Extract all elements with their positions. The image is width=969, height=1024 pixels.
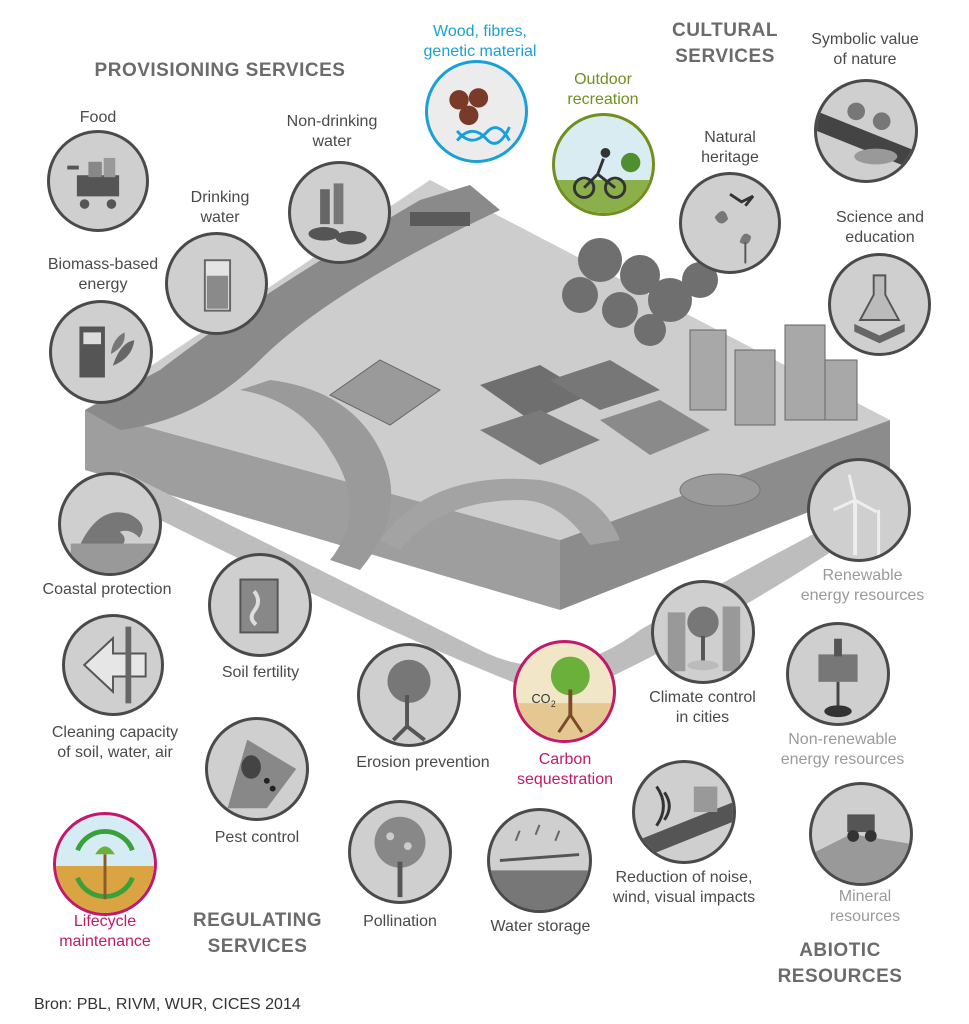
fuel-pump-leaf-icon xyxy=(49,300,153,404)
coastal-wave-icon xyxy=(58,472,162,576)
symbolic-nature-icon xyxy=(814,79,918,183)
erosion-tree-icon xyxy=(357,643,461,747)
drilling-rig-icon xyxy=(786,622,890,726)
label-outdoor-recreation: Outdoor recreation xyxy=(567,71,639,108)
soil-worm-icon xyxy=(208,553,312,657)
heading-abiotic-resources: ABIOTIC RESOURCES xyxy=(777,940,903,987)
label-non-drinking-water: Non-drinking water xyxy=(286,113,378,150)
label-symbolic-value: Symbolic value of nature xyxy=(811,31,919,68)
heading-regulating-services: REGULATING SERVICES xyxy=(192,910,323,957)
wood-logs-dna-icon xyxy=(425,60,528,163)
source-credit: Bron: PBL, RIVM, WUR, CICES 2014 xyxy=(34,996,301,1013)
cyclist-icon xyxy=(552,113,655,216)
label-drinking-water: Drinking water xyxy=(190,189,250,226)
label-lifecycle-maintenance: Lifecycle maintenance xyxy=(59,913,151,950)
lifecycle-roots-icon xyxy=(53,812,157,916)
label-pollination: Pollination xyxy=(363,913,437,930)
science-flask-book-icon xyxy=(828,253,931,356)
label-food: Food xyxy=(79,109,117,126)
water-treatment-icon xyxy=(288,161,391,264)
wind-turbine-icon xyxy=(807,458,911,562)
co2-subscript: 2 xyxy=(551,699,556,709)
label-mineral-resources: Mineral resources xyxy=(829,888,901,925)
climate-city-icon xyxy=(651,580,755,684)
label-biomass-energy: Biomass-based energy xyxy=(47,256,159,293)
pollination-tree-icon xyxy=(348,800,452,904)
heading-provisioning-services: PROVISIONING SERVICES xyxy=(94,60,346,81)
food-cart-icon xyxy=(47,130,149,232)
label-cleaning-capacity: Cleaning capacity of soil, water, air xyxy=(51,724,179,761)
label-noise-reduction: Reduction of noise, wind, visual impacts xyxy=(612,869,756,906)
label-pest-control: Pest control xyxy=(214,829,300,846)
co2-text: CO xyxy=(532,692,551,706)
label-renewable-energy: Renewable energy resources xyxy=(800,567,925,604)
heritage-bird-flower-icon xyxy=(679,172,781,274)
label-science-education: Science and education xyxy=(835,209,925,246)
heading-cultural-services: CULTURAL SERVICES xyxy=(671,20,778,67)
label-wood-fibres: Wood, fibres, genetic material xyxy=(423,23,537,60)
label-coastal-protection: Coastal protection xyxy=(42,581,172,598)
label-carbon-sequestration: Carbon sequestration xyxy=(516,751,614,788)
label-erosion-prevention: Erosion prevention xyxy=(356,754,490,771)
label-non-renewable-energy: Non-renewable energy resources xyxy=(780,731,905,768)
label-water-storage: Water storage xyxy=(490,918,591,935)
noise-reduction-icon xyxy=(632,760,736,864)
water-storage-icon xyxy=(487,808,592,913)
pest-ladybug-icon xyxy=(205,717,309,821)
label-soil-fertility: Soil fertility xyxy=(221,664,300,681)
label-climate-control: Climate control in cities xyxy=(649,689,756,726)
label-natural-heritage: Natural heritage xyxy=(701,129,759,166)
drinking-glass-icon xyxy=(165,232,268,335)
mining-excavator-icon xyxy=(809,782,913,886)
cleaning-arrow-icon xyxy=(62,614,164,716)
